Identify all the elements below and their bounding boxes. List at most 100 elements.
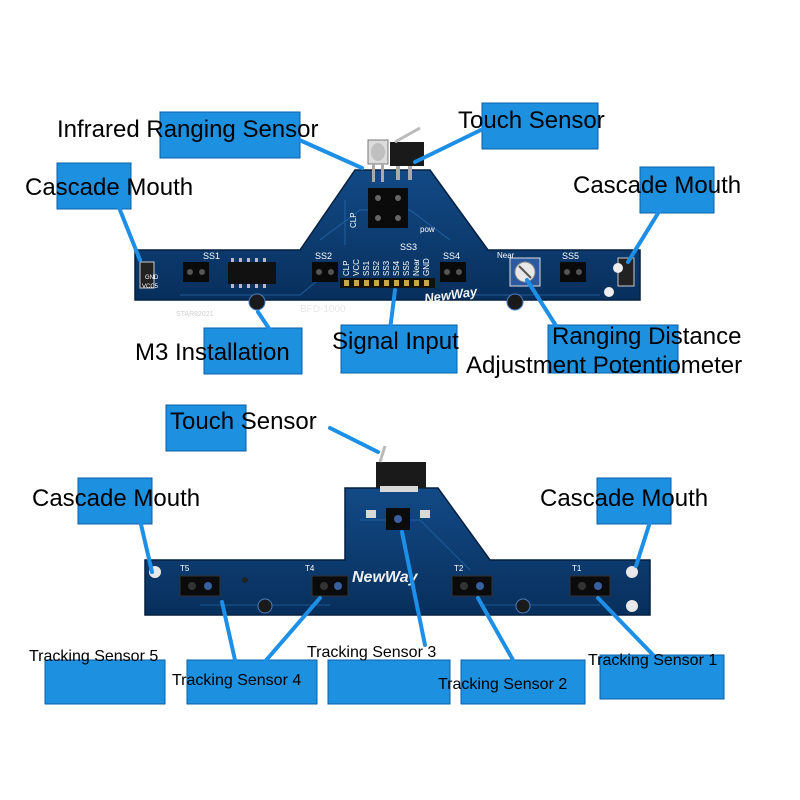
ss1-mark: SS1 bbox=[203, 251, 220, 261]
pin-label: Near bbox=[412, 258, 421, 276]
top-pin-header bbox=[340, 278, 435, 288]
callout-box-ts2 bbox=[460, 659, 586, 705]
tracking-sensor-t4-body bbox=[311, 575, 349, 597]
label-tracking-sensor-4: Tracking Sensor 4 bbox=[172, 672, 302, 689]
leader-ts5 bbox=[220, 600, 237, 662]
callout-box-ts3 bbox=[327, 659, 451, 705]
top-sensor-ss2 bbox=[312, 262, 338, 282]
ss3-mark: SS3 bbox=[400, 242, 417, 252]
top-board-model: BFD-1000 bbox=[300, 304, 346, 315]
callout-box-cascade-tr bbox=[639, 166, 715, 214]
bottom-center-pads bbox=[366, 510, 430, 518]
top-screw-right bbox=[613, 263, 623, 273]
potentiometer bbox=[509, 257, 541, 287]
bottom-touch-switch bbox=[376, 445, 426, 492]
top-sensor-ss3 bbox=[368, 188, 408, 228]
callout-box-ts5 bbox=[44, 659, 166, 705]
gnd-side-mark: GND bbox=[145, 275, 159, 281]
label-infrared-ranging-sensor: Infrared Ranging Sensor bbox=[57, 116, 319, 143]
top-chip bbox=[228, 258, 276, 288]
callout-box-ts1 bbox=[599, 654, 725, 700]
callout-box-ranging bbox=[547, 324, 679, 374]
label-tracking-sensor-3: Tracking Sensor 3 bbox=[307, 644, 437, 661]
leader-ts1 bbox=[596, 596, 660, 662]
label-adjustment-potentiometer: Adjustment Potentiometer bbox=[466, 352, 743, 379]
top-board-code: STAR82021 bbox=[176, 311, 214, 318]
t2-mark: T2 bbox=[454, 564, 464, 573]
label-cascade-mouth-bottom-right: Cascade Mouth bbox=[540, 485, 709, 512]
pin-label: GND bbox=[422, 258, 431, 276]
leader-cascade-br bbox=[634, 520, 652, 568]
callout-box-touch-bottom bbox=[165, 404, 247, 452]
top-sensor-ss1 bbox=[183, 262, 209, 282]
pow-mark: pow bbox=[420, 225, 435, 234]
label-m3-installation: M3 Installation bbox=[135, 339, 290, 366]
label-ranging-distance: Ranging Distance bbox=[552, 323, 742, 350]
leader-cascade-tl bbox=[116, 203, 142, 262]
pin-label: SS4 bbox=[392, 260, 401, 276]
tracking-sensor-t3-body bbox=[386, 508, 410, 530]
near-mark: Near bbox=[497, 251, 515, 260]
label-tracking-sensor-2: Tracking Sensor 2 bbox=[438, 676, 568, 693]
bottom-hole-left bbox=[257, 598, 273, 614]
vcc5-side-mark: VCC5 bbox=[142, 284, 159, 290]
label-signal-input: Signal Input bbox=[332, 328, 459, 355]
ss5-mark: SS5 bbox=[562, 251, 579, 261]
t4-mark: T4 bbox=[305, 564, 315, 573]
leader-ts4 bbox=[260, 596, 322, 667]
clp-mark: CLP bbox=[349, 212, 358, 228]
leader-cascade-tr bbox=[626, 208, 662, 264]
top-mount-hole-left bbox=[248, 293, 266, 311]
ss4-mark: SS4 bbox=[443, 251, 460, 261]
pin-label: SS3 bbox=[382, 260, 391, 276]
top-brand-logo: NewWay bbox=[423, 284, 479, 306]
top-board: BFD-1000 NewWay STAR82021 SS1 SS2 SS3 SS… bbox=[134, 126, 641, 318]
leader-ts2 bbox=[476, 596, 515, 662]
top-mount-hole-right bbox=[506, 293, 524, 311]
pin-label: SS1 bbox=[362, 260, 371, 276]
top-pin-labels: CLP VCC SS1 SS2 SS3 SS4 SS5 Near GND bbox=[342, 258, 431, 276]
top-touch-switch bbox=[390, 126, 424, 180]
top-cascade-port-left bbox=[139, 261, 155, 289]
bottom-board: NewWay T5 T4 T2 T1 bbox=[144, 445, 651, 616]
bottom-hole-right bbox=[515, 598, 531, 614]
leader-touch-top bbox=[413, 126, 487, 164]
leader-touch-bottom bbox=[328, 426, 380, 454]
pin-label: SS2 bbox=[372, 260, 381, 276]
bottom-led-hole bbox=[242, 577, 248, 583]
tracking-sensor-t1-body bbox=[569, 575, 611, 597]
callout-box-cascade-bl bbox=[77, 477, 153, 525]
tracking-sensor-t5-body bbox=[179, 575, 221, 597]
pin-label: CLP bbox=[342, 260, 351, 276]
bottom-brand-logo: NewWay bbox=[352, 569, 419, 586]
pin-label: SS5 bbox=[402, 260, 411, 276]
callout-box-m3 bbox=[203, 327, 303, 375]
callout-box-cascade-br bbox=[596, 477, 672, 525]
label-cascade-mouth-top-right: Cascade Mouth bbox=[573, 172, 742, 199]
callout-box-touch-top bbox=[481, 102, 599, 150]
top-sensor-ss5 bbox=[560, 262, 586, 282]
callout-box-cascade-tl bbox=[56, 162, 132, 210]
ir-ranging-sensor bbox=[367, 139, 389, 182]
bottom-hole-right-top bbox=[626, 566, 638, 578]
label-touch-sensor-bottom: Touch Sensor bbox=[170, 408, 317, 435]
t5-mark: T5 bbox=[180, 564, 190, 573]
leader-ranging bbox=[525, 278, 562, 334]
top-sensor-ss4 bbox=[440, 262, 466, 282]
pin-label: VCC bbox=[352, 259, 361, 276]
label-tracking-sensor-5: Tracking Sensor 5 bbox=[29, 648, 159, 665]
callout-box-infrared bbox=[159, 111, 301, 159]
tracking-sensor-t2-body bbox=[451, 575, 493, 597]
leader-signal bbox=[388, 288, 397, 332]
callout-box-signal bbox=[340, 324, 458, 374]
leader-infrared bbox=[293, 136, 364, 170]
label-tracking-sensor-1: Tracking Sensor 1 bbox=[588, 652, 718, 669]
top-screw-right-2 bbox=[604, 287, 614, 297]
leader-lines bbox=[116, 126, 662, 667]
t1-mark: T1 bbox=[572, 564, 582, 573]
leader-m3 bbox=[256, 310, 272, 332]
leader-ts3 bbox=[400, 530, 427, 647]
label-cascade-mouth-bottom-left: Cascade Mouth bbox=[32, 485, 201, 512]
